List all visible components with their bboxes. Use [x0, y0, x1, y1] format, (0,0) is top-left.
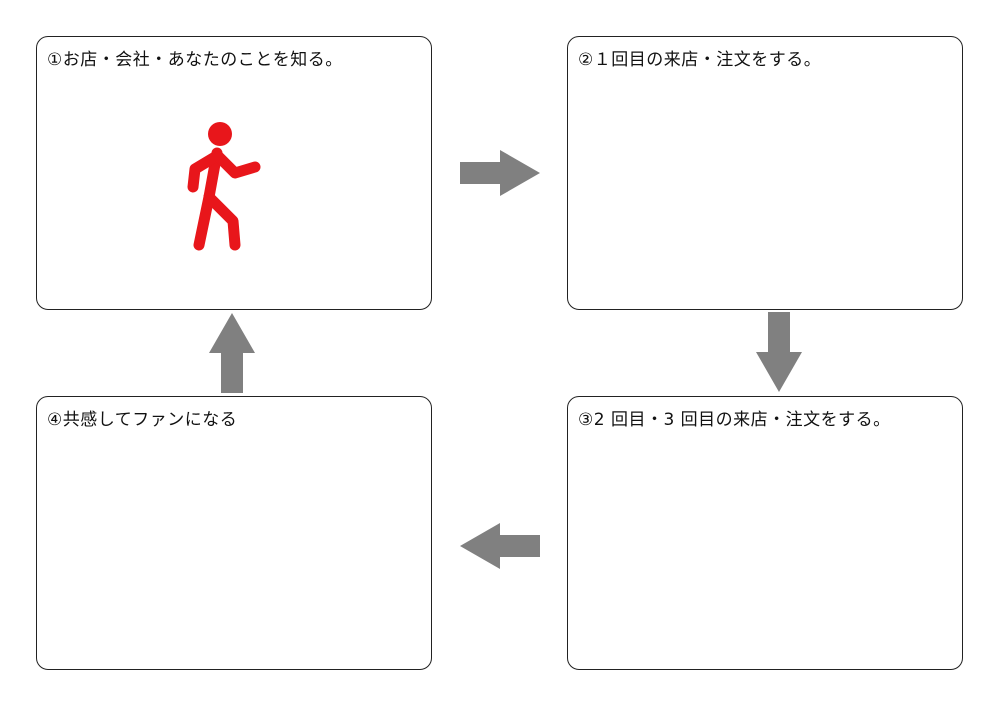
arrow-up-icon [209, 313, 255, 393]
arrow-down-icon [756, 312, 802, 392]
arrow-right-icon [460, 150, 540, 196]
step-3-label: ③2 回目・3 回目の来店・注文をする。 [578, 410, 891, 430]
walking-person-icon [187, 122, 261, 251]
arrow-left-icon [460, 523, 540, 569]
step-2-box: ②１回目の来店・注文をする。 [567, 36, 963, 310]
step-3-box: ③2 回目・3 回目の来店・注文をする。 [567, 396, 963, 670]
step-1-box: ①お店・会社・あなたのことを知る。 [36, 36, 432, 310]
step-1-label: ①お店・会社・あなたのことを知る。 [47, 50, 343, 70]
step-4-box: ④共感してファンになる [36, 396, 432, 670]
step-4-label: ④共感してファンになる [47, 410, 238, 430]
step-2-label: ②１回目の来店・注文をする。 [578, 50, 822, 70]
